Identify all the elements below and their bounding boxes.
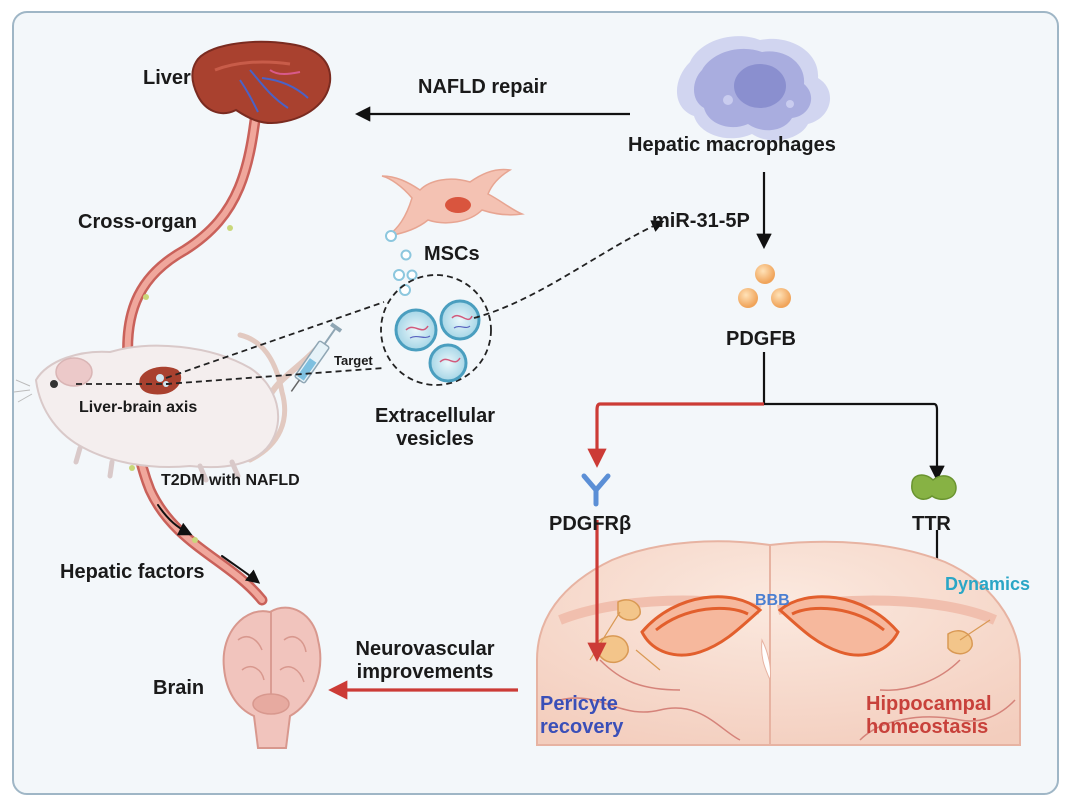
- pdgfb-label: PDGFB: [726, 328, 796, 350]
- ttr-illustration: [911, 474, 957, 501]
- ttr-label: TTR: [912, 513, 951, 535]
- brain-section: [536, 540, 1021, 746]
- liver-illustration: [191, 40, 332, 124]
- hepatic-macrophages-label: Hepatic macrophages: [628, 134, 836, 156]
- dynamics-label: Dynamics: [945, 574, 1031, 594]
- pdgfb-illustration: [738, 264, 791, 308]
- neuro-label-line2: improvements: [356, 661, 494, 683]
- mouse-illustration: [13, 332, 323, 483]
- pdgfrb-label: PDGFRβ: [549, 513, 632, 535]
- bbb-label: BBB: [755, 592, 790, 609]
- hepatic-factors-label: Hepatic factors: [60, 561, 205, 583]
- nafld-repair-label: NAFLD repair: [418, 76, 547, 98]
- t2dm-label: T2DM with NAFLD: [161, 472, 300, 489]
- liver-brain-axis-label: Liver-brain axis: [79, 399, 198, 416]
- liver-label: Liver: [143, 67, 191, 89]
- brain-illustration: [222, 606, 322, 749]
- red-arrows: [328, 402, 764, 700]
- pericyte-recovery-label: Pericyte recovery: [540, 693, 623, 739]
- extracellular-vesicles-label: Extracellular vesicles: [365, 405, 505, 451]
- neurovascular-improvements-label: Neurovascular improvements: [336, 638, 514, 684]
- neuro-label-line1: Neurovascular: [355, 638, 495, 660]
- ev-label-line1: Extracellular: [374, 405, 496, 427]
- dashed-connectors: [76, 220, 665, 385]
- cross-organ-label: Cross-organ: [78, 211, 197, 233]
- brain-label: Brain: [153, 677, 205, 699]
- hippo-label-line2: homeostasis: [866, 716, 989, 738]
- ev-label-line2: vesicles: [396, 428, 474, 450]
- mir-31-5p-label: miR-31-5P: [652, 210, 750, 232]
- pericyte-label-line1: Pericyte: [540, 693, 618, 715]
- mscs-label: MSCs: [424, 243, 480, 265]
- pdgfrb-receptor-icon: [581, 473, 611, 507]
- ev-cluster: [380, 274, 492, 386]
- hippo-label-line1: Hippocampal: [866, 693, 992, 715]
- pericyte-label-line2: recovery: [540, 716, 624, 738]
- syringe-illustration: [290, 322, 343, 392]
- hippocampal-homeostasis-label: Hippocampal homeostasis: [866, 693, 992, 739]
- macrophage-illustration: [676, 36, 831, 141]
- msc-illustration: [381, 168, 525, 238]
- target-label: Target: [334, 353, 373, 368]
